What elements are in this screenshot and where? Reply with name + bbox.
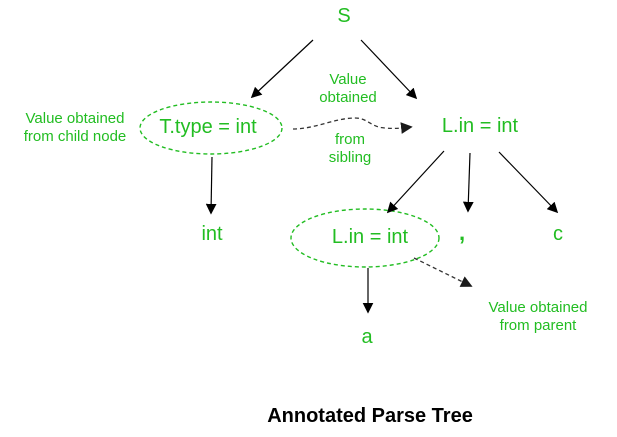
edge-lin-to-linchild [386,150,445,214]
node-t-type: T.type = int [159,116,257,138]
edge-s-to-ttype [250,39,314,99]
edge-lin-to-comma [462,152,474,213]
annotation-sibling-line3: from [335,131,365,148]
annotation-child-node-line1: Value obtained [25,110,125,127]
leaf-c: c [553,223,563,245]
annotation-sibling-top: Value obtained [319,71,377,107]
leaf-a: a [361,326,373,348]
leaf-int: int [201,223,223,245]
annotation-sibling-line1: Value [329,71,367,88]
leaf-comma: , [458,220,466,245]
t-type-dotted-ellipse [139,101,283,155]
dashed-arrow-sibling [292,117,413,134]
dashed-arrow-parent [413,257,473,287]
node-l-in: L.in = int [441,115,519,137]
annotation-sibling-line2: obtained [319,89,377,106]
annotation-parent-line1: Value obtained [488,299,588,316]
node-l-in-child: L.in = int [331,226,409,248]
annotation-sibling-line4: sibling [328,149,372,166]
edge-ttype-to-int [205,156,217,215]
edge-lin-to-c [498,151,559,214]
annotation-sibling-bottom: from sibling [329,131,372,167]
l-in-child-dotted-ellipse [290,208,440,268]
annotation-child-node: Value obtained from child node [24,110,127,146]
annotation-child-node-line2: from child node [23,128,127,145]
annotation-parent: Value obtained from parent [489,299,588,335]
diagram-caption: Annotated Parse Tree [267,405,473,427]
node-s: S [337,5,351,27]
edge-s-to-lin [360,39,418,100]
annotation-parent-line2: from parent [499,317,577,334]
